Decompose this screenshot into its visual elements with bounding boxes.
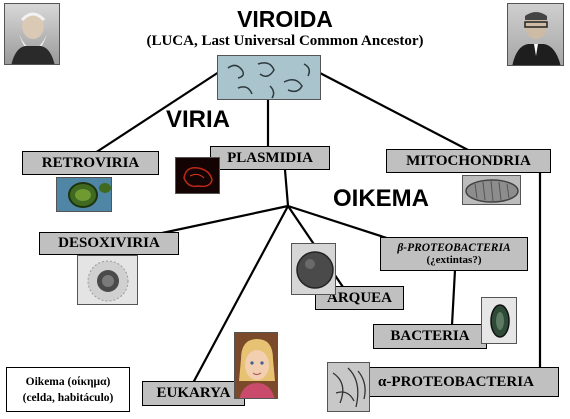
node-eukarya: EUKARYA bbox=[142, 381, 245, 406]
legend-box: Oikema (οίκημα) (celda, habitáculo) bbox=[6, 367, 130, 412]
edge-desoxiviria bbox=[147, 204, 289, 238]
legend-line-2: (celda, habitáculo) bbox=[22, 391, 114, 404]
edge-eukarya bbox=[192, 205, 289, 384]
group-label-viria: VIRIA bbox=[166, 106, 231, 133]
luca-micrograph-image bbox=[217, 55, 321, 100]
page-subtitle: (LUCA, Last Universal Common Ancestor) bbox=[146, 33, 424, 49]
edge-viroida-mitochondria bbox=[317, 71, 471, 152]
plasmid-micrograph-image bbox=[175, 157, 220, 194]
beta-proteobacteria-note: (¿extintas?) bbox=[426, 254, 482, 266]
beta-proteobacteria-label: β-PROTEOBACTERIA bbox=[397, 242, 511, 254]
node-mitochondria: MITOCHONDRIA bbox=[386, 149, 551, 173]
node-beta-proteobacteria: β-PROTEOBACTERIA (¿extintas?) bbox=[380, 237, 528, 271]
node-retroviria: RETROVIRIA bbox=[22, 151, 159, 175]
node-plasmidia: PLASMIDIA bbox=[210, 146, 330, 170]
edge-viroida-retroviria bbox=[94, 69, 223, 154]
eukarya-girl-photo-image bbox=[234, 332, 278, 399]
retrovirus-micrograph-image bbox=[56, 177, 112, 212]
node-bacteria: BACTERIA bbox=[373, 324, 487, 349]
group-label-oikema: OIKEMA bbox=[333, 185, 429, 212]
node-alpha-proteobacteria: α-PROTEOBACTERIA bbox=[353, 367, 559, 397]
edge-beta-bacteria bbox=[450, 269, 457, 326]
mitochondria-micrograph-image bbox=[462, 175, 521, 205]
desoxivirus-micrograph-image bbox=[77, 255, 138, 305]
page-title: VIROIDA bbox=[237, 6, 333, 32]
portrait-left-image bbox=[4, 3, 60, 65]
portrait-right-image bbox=[507, 3, 564, 66]
archaea-micrograph-image bbox=[291, 243, 336, 295]
legend-line-1: Oikema (οίκημα) bbox=[25, 375, 111, 388]
node-desoxiviria: DESOXIVIRIA bbox=[39, 232, 179, 255]
alpha-proteobacteria-micrograph-image bbox=[327, 362, 370, 412]
edge-plasmidia-trunk bbox=[283, 169, 290, 207]
bacteria-micrograph-image bbox=[481, 297, 517, 344]
edge-beta bbox=[287, 204, 394, 242]
